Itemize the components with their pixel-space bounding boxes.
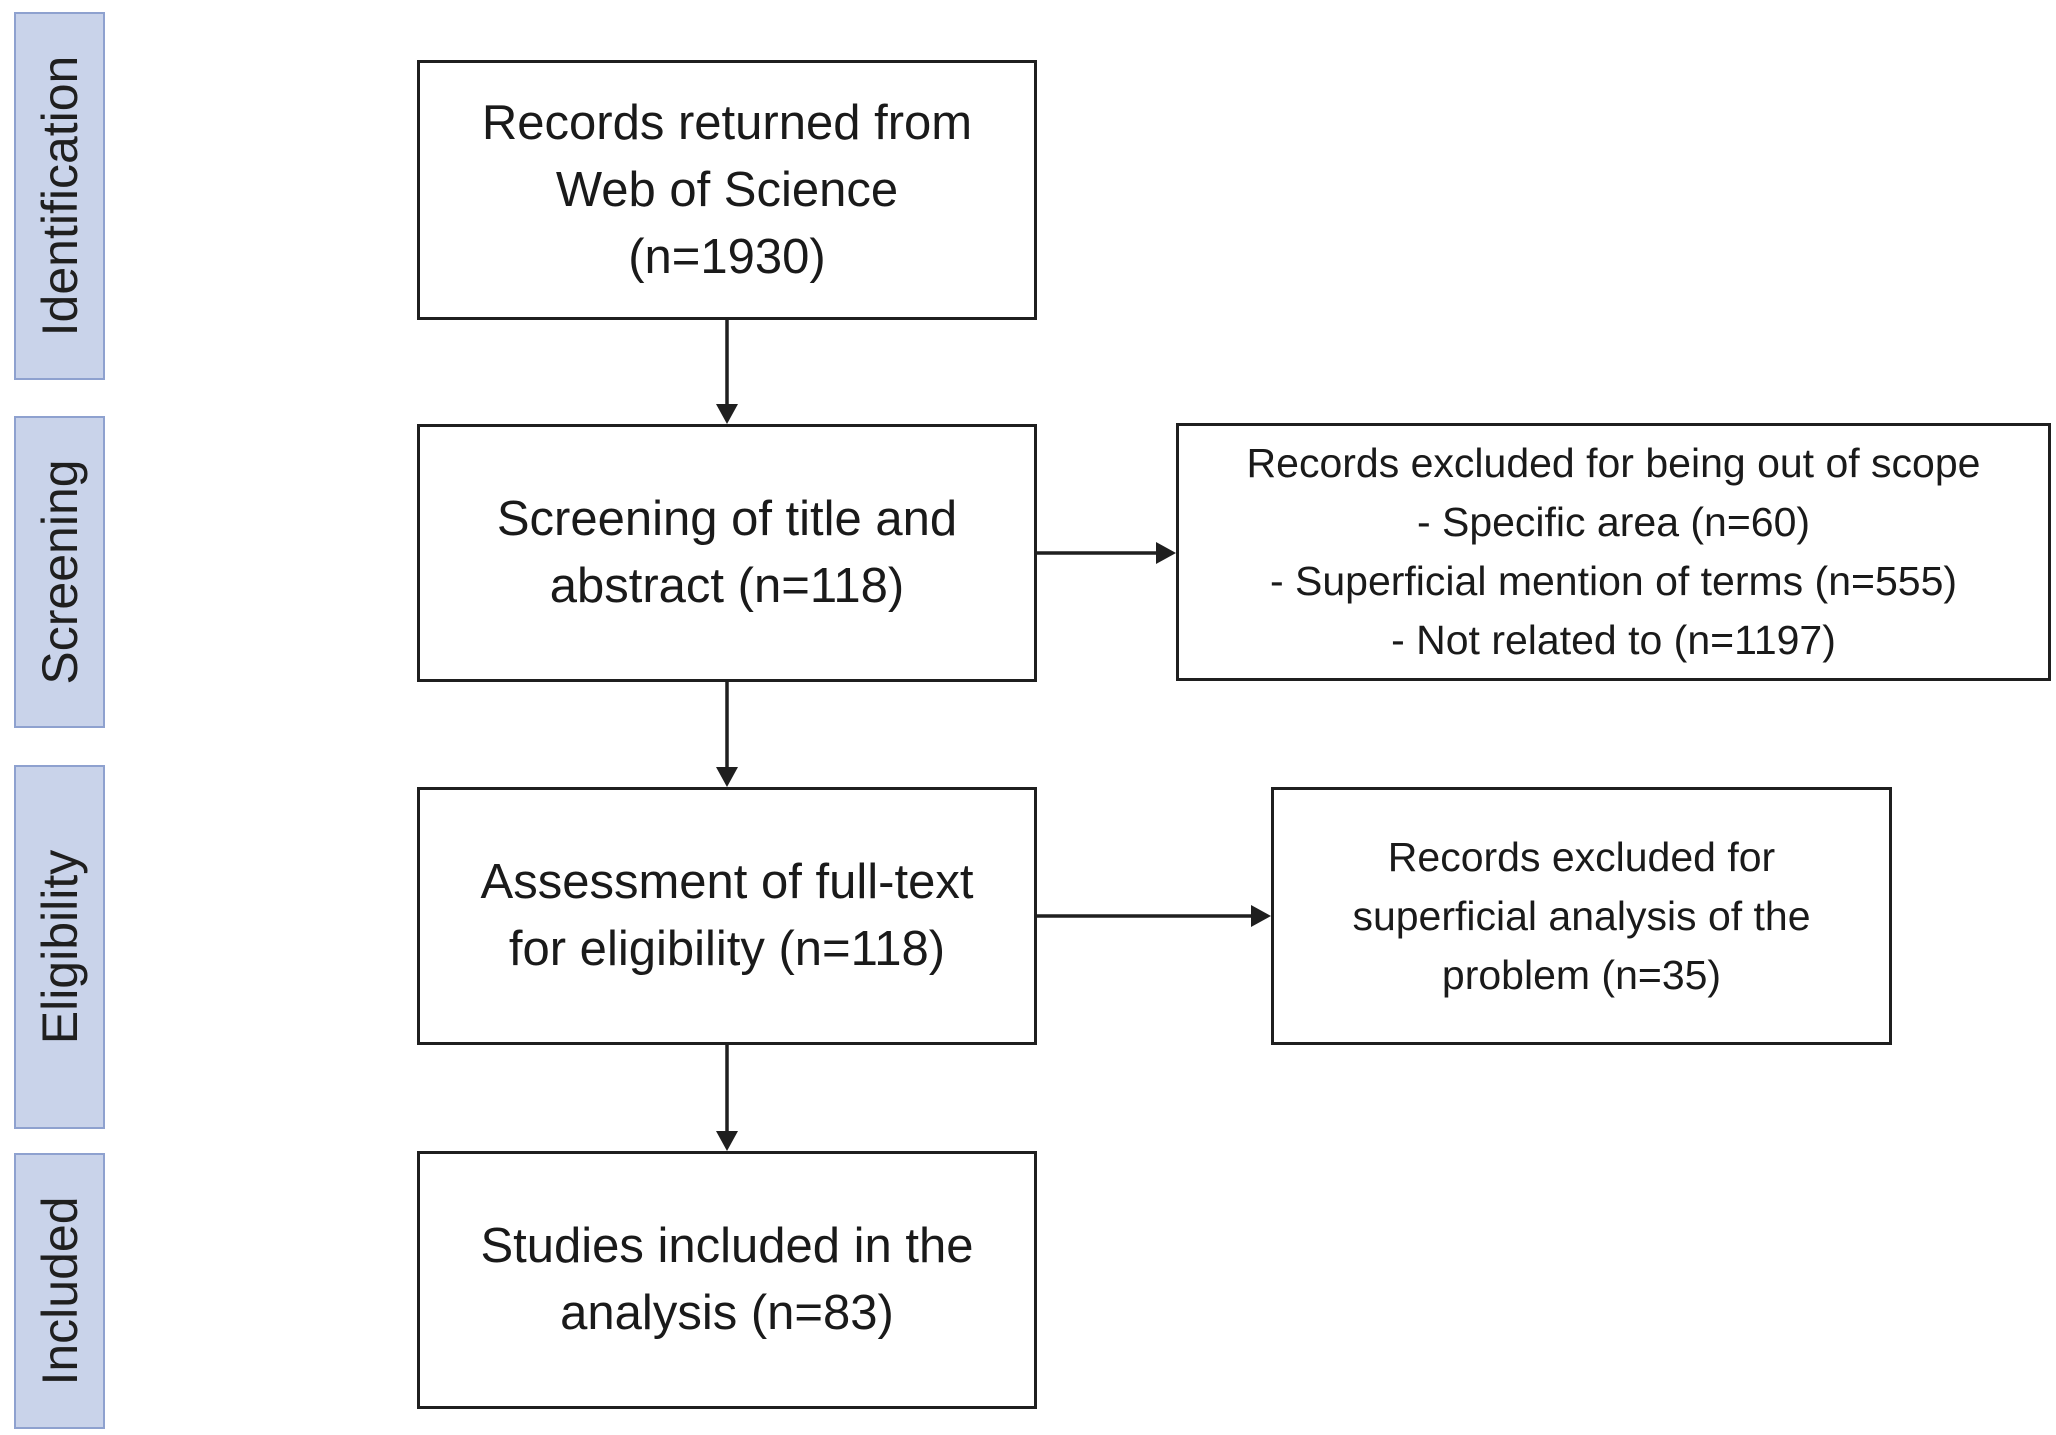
records-returned-box: Records returned from Web of Science (n=… — [417, 60, 1037, 320]
box-line: - Specific area (n=60) — [1416, 499, 1811, 545]
box-line: (n=1930) — [628, 229, 826, 284]
arrowhead-down — [716, 1131, 738, 1151]
box-line: for eligibility (n=118) — [508, 922, 946, 976]
box-line: Web of Science — [555, 162, 899, 217]
box-line: Records returned from — [481, 95, 973, 150]
excluded-out-of-scope-box: Records excluded for being out of scope … — [1176, 423, 2051, 681]
screening-box: Screening of title and abstract (n=118) — [417, 424, 1037, 682]
box-line: superficial analysis of the — [1352, 892, 1811, 939]
arrowhead-right — [1156, 542, 1176, 564]
studies-included-box: Studies included in the analysis (n=83) — [417, 1151, 1037, 1409]
arrowhead-right — [1251, 905, 1271, 927]
box-line: Records excluded for being out of scope — [1246, 440, 1981, 486]
arrowhead-down — [716, 404, 738, 424]
arrowhead-down — [716, 767, 738, 787]
box-line: Assessment of full-text — [480, 855, 974, 909]
box-line: Studies included in the — [480, 1219, 974, 1273]
assessment-box: Assessment of full-text for eligibility … — [417, 787, 1037, 1045]
phase-eligibility: Eligibility — [14, 765, 105, 1129]
box-line: - Not related to (n=1197) — [1391, 617, 1836, 663]
box-line: Screening of title and — [496, 492, 958, 546]
phase-screening: Screening — [14, 416, 105, 728]
phase-included: Included — [14, 1153, 105, 1429]
box-line: problem (n=35) — [1441, 951, 1722, 998]
phase-identification: Identification — [14, 12, 105, 380]
box-line: abstract (n=118) — [549, 559, 905, 613]
box-line: - Superficial mention of terms (n=555) — [1269, 558, 1958, 604]
box-line: Records excluded for — [1387, 833, 1776, 880]
excluded-superficial-box: Records excluded for superficial analysi… — [1271, 787, 1892, 1045]
box-line: analysis (n=83) — [560, 1286, 894, 1340]
